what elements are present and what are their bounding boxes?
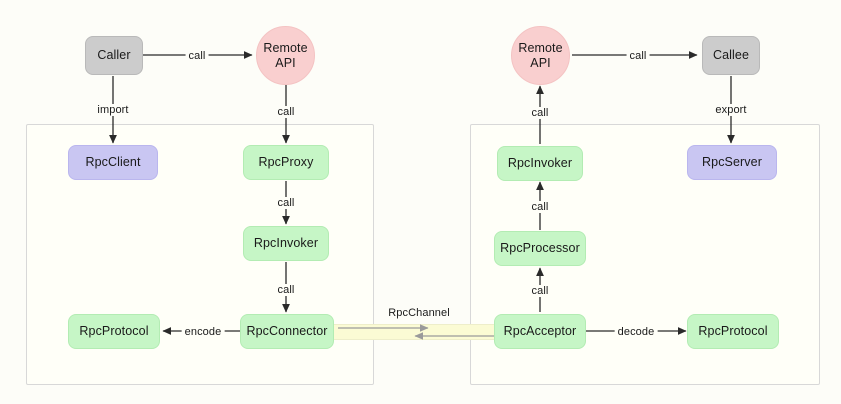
edge-label-invoker-to-connector: call [274,284,298,296]
node-rpc-invoker-left[interactable]: RpcInvoker [243,226,329,261]
edge-label-acceptor-to-protocol: decode [614,326,658,338]
node-rpc-connector-label: RpcConnector [246,324,328,339]
node-remote-api-left-label-line1: Remote [263,40,308,55]
node-rpc-proxy[interactable]: RpcProxy [243,145,329,180]
edge-label-connector-to-protocol: encode [181,326,225,338]
node-rpc-protocol-left[interactable]: RpcProtocol [68,314,160,349]
rpc-channel-band [330,324,512,340]
edge-label-caller-to-api: call [185,50,209,62]
node-caller[interactable]: Caller [85,36,143,75]
edge-label-callee-to-server: export [712,104,750,116]
node-remote-api-right[interactable]: Remote API [511,26,570,85]
edge-label-acceptor-to-processor: call [528,285,552,297]
edge-label-proxy-to-invoker: call [274,197,298,209]
edge-label-rpc-channel: RpcChannel [385,307,453,319]
node-rpc-processor[interactable]: RpcProcessor [494,231,586,266]
node-rpc-proxy-label: RpcProxy [258,155,314,170]
node-remote-api-right-label-line1: Remote [518,40,563,55]
edge-label-caller-to-client: import [94,104,132,116]
node-rpc-protocol-left-label: RpcProtocol [79,324,149,339]
edge-label-api-to-callee: call [626,50,650,62]
node-rpc-acceptor[interactable]: RpcAcceptor [494,314,586,349]
node-rpc-invoker-right-label: RpcInvoker [507,156,573,171]
node-callee-label: Callee [712,48,750,63]
node-rpc-connector[interactable]: RpcConnector [240,314,334,349]
node-rpc-protocol-right[interactable]: RpcProtocol [687,314,779,349]
node-rpc-processor-label: RpcProcessor [500,241,580,256]
node-rpc-server[interactable]: RpcServer [687,145,777,180]
node-remote-api-left[interactable]: Remote API [256,26,315,85]
node-rpc-acceptor-label: RpcAcceptor [503,324,577,339]
edge-label-processor-to-invoker: call [528,201,552,213]
node-rpc-invoker-right[interactable]: RpcInvoker [497,146,583,181]
node-rpc-invoker-left-label: RpcInvoker [253,236,319,251]
node-rpc-protocol-right-label: RpcProtocol [698,324,768,339]
node-rpc-client-label: RpcClient [85,155,141,170]
node-remote-api-right-label-line2: API [530,55,551,70]
edge-label-invoker-to-api: call [528,107,552,119]
node-callee[interactable]: Callee [702,36,760,75]
edge-label-api-to-proxy: call [274,106,298,118]
node-rpc-client[interactable]: RpcClient [68,145,158,180]
node-rpc-server-label: RpcServer [702,155,762,170]
node-remote-api-left-label-line2: API [275,55,296,70]
node-caller-label: Caller [97,48,131,63]
